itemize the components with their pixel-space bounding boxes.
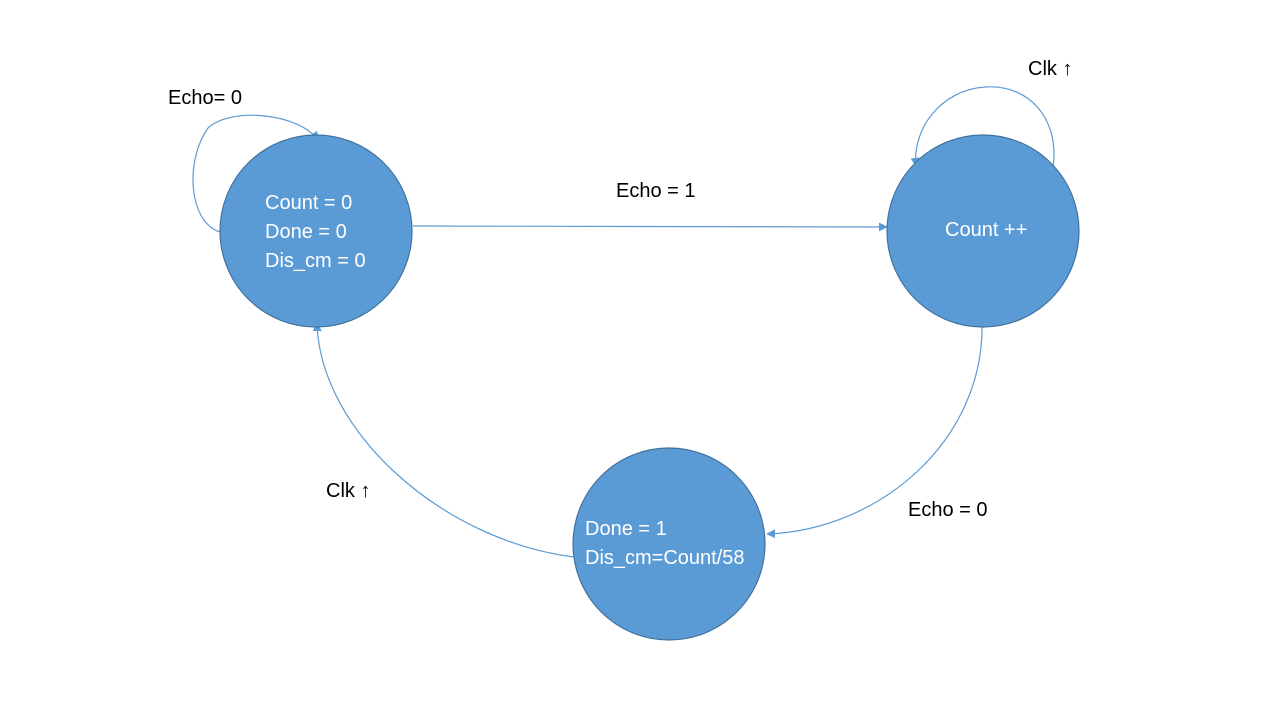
state-idle-line: Done = 0: [265, 221, 347, 243]
state-done-line: Dis_cm=Count/58: [585, 547, 745, 569]
state-done: Done = 1 Dis_cm=Count/58: [572, 447, 766, 641]
edge-idle-self-loop: [192, 114, 319, 233]
edge-idle-to-count: [412, 222, 888, 232]
edge-count-to-done: [766, 321, 983, 539]
state-count: Count ++: [886, 134, 1080, 328]
label-idle-self-loop: Echo= 0: [168, 87, 242, 109]
label-idle-to-count: Echo = 1: [616, 180, 696, 202]
edge-done-to-idle: [312, 322, 575, 558]
state-idle-line: Dis_cm = 0: [265, 250, 366, 272]
label-done-to-idle: Clk ↑: [326, 480, 370, 502]
label-count-to-done: Echo = 0: [908, 499, 988, 521]
state-done-circle: [572, 447, 766, 641]
state-idle-line: Count = 0: [265, 192, 352, 214]
state-idle: Count = 0 Done = 0 Dis_cm = 0: [219, 134, 413, 328]
state-count-circle: [886, 134, 1080, 328]
label-count-self-loop: Clk ↑: [1028, 58, 1072, 80]
state-idle-circle: [219, 134, 413, 328]
edge-count-self-loop: [910, 86, 1055, 169]
state-done-line: Done = 1: [585, 518, 667, 540]
state-count-line: Count ++: [945, 219, 1027, 241]
